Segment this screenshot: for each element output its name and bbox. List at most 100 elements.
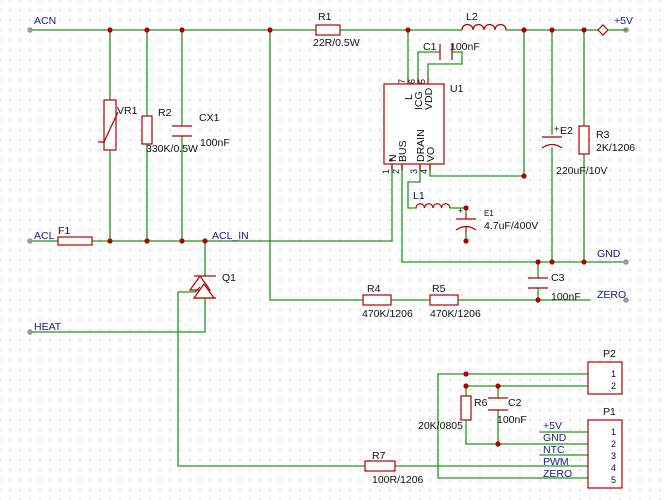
- label-e2: E2: [560, 125, 573, 137]
- label-c2-value: 100nF: [497, 414, 527, 426]
- label-r5-value: 470K/1206: [430, 308, 481, 320]
- junction: [267, 27, 273, 33]
- label-q1: Q1: [222, 272, 236, 284]
- u1-pin-name-drain: DRAIN: [415, 129, 427, 162]
- svg-text:+: +: [458, 206, 463, 216]
- label-r1: R1: [318, 11, 332, 23]
- u1-pin-number: 2: [391, 169, 401, 174]
- port-acn: [27, 27, 33, 33]
- wire-p2-1: [437, 373, 589, 479]
- junction: [521, 27, 527, 33]
- u1-pin-name-icg: ICG: [413, 91, 425, 110]
- capacitor-c3[interactable]: [528, 277, 548, 289]
- wire-drain-l1: [407, 165, 421, 209]
- svg-text:+: +: [554, 124, 559, 134]
- p1-pin-number: 5: [611, 475, 616, 485]
- p1-pin-number: 1: [611, 427, 616, 437]
- label-c3-value: 100nF: [551, 291, 581, 303]
- resistor-r3[interactable]: [578, 125, 590, 155]
- varistor-vr1[interactable]: [98, 99, 119, 151]
- capacitor-e1[interactable]: +: [455, 206, 477, 232]
- connector-p2[interactable]: [587, 361, 623, 395]
- junction: [549, 27, 555, 33]
- label-cx1: CX1: [199, 112, 220, 124]
- label-c1: C1: [423, 41, 437, 53]
- junction: [521, 173, 527, 179]
- p1-pin-number: 3: [611, 451, 616, 461]
- u1-pin-number: 7: [397, 79, 407, 84]
- net-label-gnd: GND: [597, 248, 621, 260]
- wire-q1-gate: [177, 291, 366, 467]
- label-cx1-value: 100nF: [200, 137, 230, 149]
- label-c1-value: 100nF: [450, 41, 480, 53]
- resistor-r4[interactable]: [362, 294, 392, 306]
- net-label-heat: HEAT: [34, 321, 62, 333]
- wire-c1-left: [417, 51, 441, 79]
- junction: [581, 27, 587, 33]
- ic-u1[interactable]: [383, 78, 445, 170]
- ic-u1-body: [383, 83, 445, 165]
- p1-net-ntc: NTC: [543, 444, 565, 456]
- wire-c1-right: [427, 51, 463, 79]
- junction: [179, 238, 185, 244]
- net-label-acl-in: ACL_IN: [212, 230, 249, 242]
- capacitor-e2[interactable]: +: [541, 124, 563, 149]
- port-zero: [623, 297, 629, 303]
- capacitor-c1[interactable]: [439, 44, 453, 60]
- junction: [463, 238, 469, 244]
- net-label-acn: ACN: [34, 15, 56, 27]
- label-r4-value: 470K/1206: [362, 308, 413, 320]
- capacitor-c2[interactable]: [488, 397, 508, 411]
- label-c2: C2: [508, 397, 522, 409]
- p2-pin-number: 1: [611, 369, 616, 379]
- u1-pin-number: 4: [419, 169, 429, 174]
- junction: [549, 259, 555, 265]
- label-r7: R7: [372, 450, 386, 462]
- wire-zero-divider: [269, 29, 364, 301]
- fuse-f1[interactable]: [57, 236, 93, 246]
- label-p2: P2: [603, 348, 616, 360]
- triac-q1[interactable]: [188, 274, 216, 299]
- resistor-r1[interactable]: [315, 24, 341, 36]
- label-e2-value: 220uF/10V: [556, 165, 607, 177]
- resistor-r7[interactable]: [364, 460, 396, 472]
- junction: [495, 441, 501, 447]
- junction: [495, 383, 501, 389]
- u1-pin-name-vdd: VDD: [423, 87, 435, 110]
- resistor-r5[interactable]: [429, 294, 459, 306]
- label-l2: L2: [466, 11, 478, 23]
- capacitor-cx1[interactable]: [172, 125, 192, 137]
- power-flag-diamond: [597, 24, 609, 36]
- u1-pin-number: 1: [381, 169, 391, 174]
- junction: [535, 297, 541, 303]
- wire-heat: [29, 297, 206, 333]
- junction: [144, 27, 150, 33]
- connector-p1[interactable]: [587, 419, 623, 489]
- label-r2: R2: [158, 107, 172, 119]
- label-vr1: VR1: [117, 105, 138, 117]
- u1-pin-number: 5: [417, 79, 427, 84]
- resistor-r6[interactable]: [460, 395, 472, 421]
- resistor-r2[interactable]: [141, 115, 153, 145]
- label-r6: R6: [474, 397, 488, 409]
- label-r1-value: 22R/0.5W: [313, 37, 360, 49]
- p1-net-pwm: PWM: [543, 456, 569, 468]
- labels: ACN ACL ACL_IN HEAT +5V GND ZERO VR1 R2 …: [34, 11, 635, 486]
- u1-pin-number: 6: [407, 79, 417, 84]
- inductor-l2[interactable]: [461, 23, 507, 31]
- p1-net-5v: +5V: [543, 420, 562, 432]
- inductor-l1[interactable]: [415, 203, 451, 209]
- label-r3-value: 2K/1206: [596, 142, 635, 154]
- label-r5: R5: [432, 283, 446, 295]
- label-e1-value: 4.7uF/400V: [484, 220, 538, 232]
- junction: [463, 383, 469, 389]
- junction: [405, 27, 411, 33]
- u1-pin-name-bus: BUS: [397, 140, 409, 162]
- label-r6-value: 20K/0805: [418, 420, 463, 432]
- p1-pin-number: 2: [611, 439, 616, 449]
- p1-net-zero: ZERO: [543, 468, 572, 480]
- port-gnd: [623, 259, 629, 265]
- junction: [463, 205, 469, 211]
